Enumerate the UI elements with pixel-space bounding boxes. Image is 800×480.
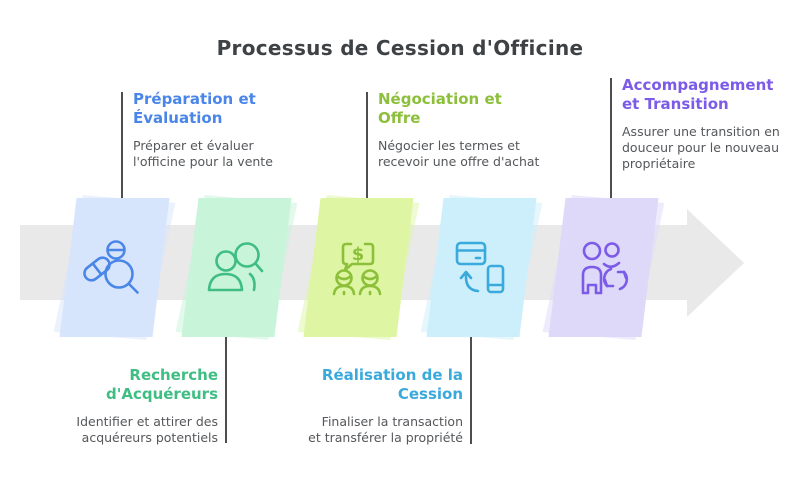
card-phone-transfer-icon	[455, 241, 505, 294]
step-connector-line	[121, 92, 123, 198]
step-title: Réalisation de la Cession	[321, 366, 463, 403]
step-label: Réalisation de la Cession Finaliser la t…	[263, 366, 463, 446]
pills-magnifier-icon	[83, 240, 139, 294]
step-title: Négociation et Offre	[378, 90, 502, 127]
svg-text:$: $	[352, 244, 365, 265]
buyer-search-icon	[207, 242, 264, 292]
step-title: Accompagnement et Transition	[622, 76, 774, 113]
step-label: Négociation et Offre Négocier les termes…	[378, 90, 588, 170]
step-description: Négocier les termes et recevoir une offr…	[378, 137, 540, 169]
step-connector-line	[610, 78, 612, 198]
step-description: Assurer une transition en douceur pour l…	[622, 123, 780, 172]
timeline-arrowhead-icon	[687, 209, 744, 317]
step-description: Préparer et évaluer l'officine pour la v…	[133, 137, 273, 169]
step-label: Accompagnement et Transition Assurer une…	[622, 76, 800, 172]
step-connector-line	[470, 337, 472, 444]
step-connector-line	[366, 92, 368, 198]
people-handover-sync-icon	[581, 241, 629, 295]
negotiation-dollar-bubble-icon: $	[332, 242, 382, 296]
step-connector-line	[225, 337, 227, 443]
step-description: Finaliser la transaction et transférer l…	[308, 413, 463, 445]
step-label: Recherche d'Acquéreurs Identifier et att…	[18, 366, 218, 446]
step-title: Préparation et Évaluation	[133, 90, 256, 127]
page-title: Processus de Cession d'Officine	[216, 36, 584, 60]
step-label: Préparation et Évaluation Préparer et év…	[133, 90, 343, 170]
step-title: Recherche d'Acquéreurs	[106, 366, 218, 403]
step-description: Identifier et attirer des acquéreurs pot…	[76, 413, 218, 445]
